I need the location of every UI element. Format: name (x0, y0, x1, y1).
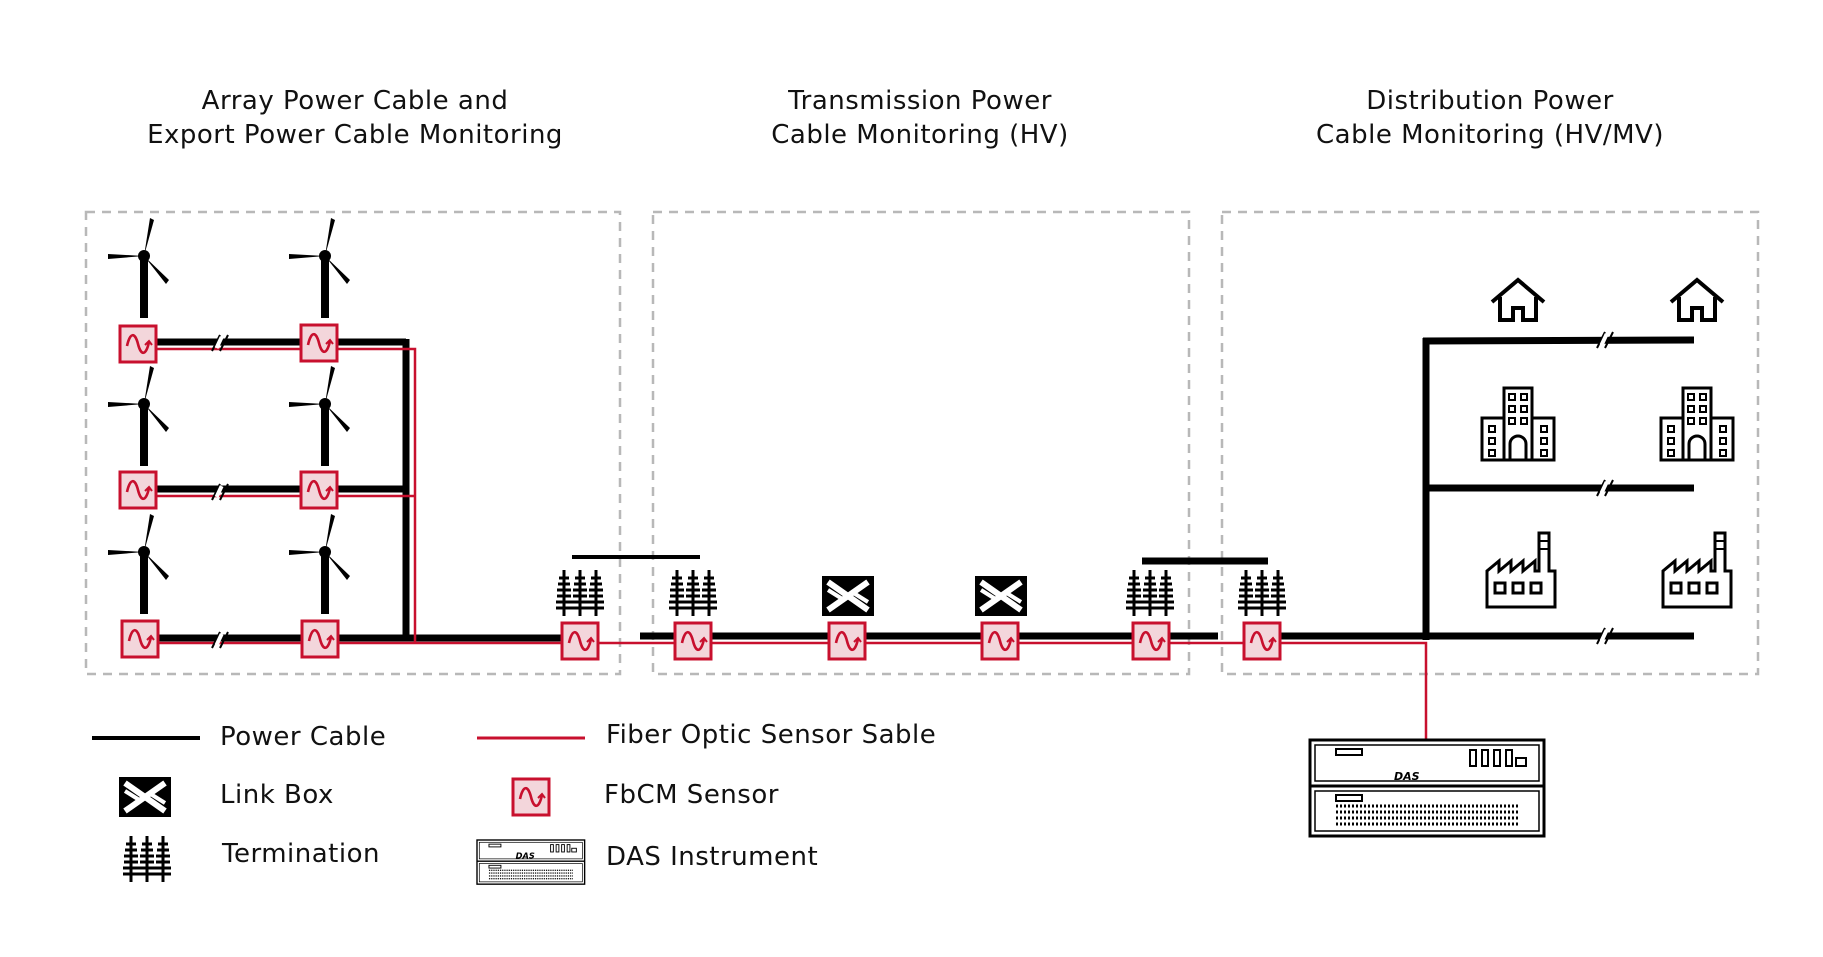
section-title-transmission: Transmission Power Cable Monitoring (HV) (640, 84, 1200, 152)
fbcm-sensor-icon (980, 621, 1020, 661)
legend-das-instrument-icon: DAS (476, 839, 586, 885)
legend-termination-icon (123, 836, 171, 882)
section-title-array-line2: Export Power Cable Monitoring (147, 120, 563, 150)
array-fiber-cables (156, 347, 580, 645)
fbcm-sensor-icon (560, 621, 600, 661)
section-title-distribution: Distribution Power Cable Monitoring (HV/… (1210, 84, 1770, 152)
link-box-icon (822, 576, 874, 616)
wind-turbine-icon (289, 218, 350, 318)
das-fiber-cable (1260, 641, 1428, 740)
legend-link-box-label: Link Box (220, 780, 334, 810)
fbcm-sensor-icon (827, 621, 867, 661)
fbcm-sensor-icon (300, 619, 340, 659)
wind-turbine-icon (108, 218, 169, 318)
section-title-transmission-line1: Transmission Power (788, 86, 1052, 116)
house-icon (1490, 278, 1546, 322)
wind-turbine-icon (108, 366, 169, 466)
wind-turbine-icon (108, 514, 169, 614)
wind-turbine-icons (108, 218, 350, 614)
section-title-distribution-line1: Distribution Power (1366, 86, 1614, 116)
legend-fbcm-sensor-label: FbCM Sensor (604, 780, 779, 810)
section-title-array: Array Power Cable and Export Power Cable… (75, 84, 635, 152)
legend-fiber-cable-label: Fiber Optic Sensor Sable (606, 720, 937, 750)
fbcm-sensor-icon (120, 619, 160, 659)
termination-icon (556, 570, 604, 616)
fbcm-sensor-icon (299, 323, 339, 363)
section-title-distribution-line2: Cable Monitoring (HV/MV) (1316, 120, 1664, 150)
link-box-icon (975, 576, 1027, 616)
legend-fbcm-sensor-icon (511, 777, 551, 817)
fbcm-sensor-icon (118, 324, 158, 364)
fbcm-sensor-icon (1131, 621, 1171, 661)
wind-turbine-icon (289, 366, 350, 466)
fbcm-sensor-icon (673, 621, 713, 661)
section-box-array (84, 210, 622, 676)
termination-icon (1126, 570, 1174, 616)
section-title-transmission-line2: Cable Monitoring (HV) (771, 120, 1069, 150)
distribution-power-cables (1260, 336, 1695, 640)
termination-icon (669, 570, 717, 616)
legend-das-label: DAS (516, 850, 535, 860)
building-icons (1480, 278, 1735, 609)
fbcm-sensor-icon (1242, 621, 1282, 661)
factory-icon (1661, 531, 1733, 609)
office-building-icon (1659, 386, 1735, 462)
legend-link-box-icon (119, 777, 171, 817)
legend-das-instrument-label: DAS Instrument (606, 842, 819, 872)
fbcm-sensor-icon (299, 470, 339, 510)
das-instrument-icon: DAS (1308, 738, 1546, 838)
house-icon (1669, 278, 1725, 322)
section-box-distribution (1220, 210, 1760, 676)
legend-power-cable-label: Power Cable (220, 722, 387, 752)
legend-termination-label: Termination (222, 839, 380, 869)
das-label: DAS (1394, 770, 1420, 783)
section-title-array-line1: Array Power Cable and (201, 86, 509, 116)
section-box-transmission (651, 210, 1191, 676)
termination-icons (556, 570, 1286, 616)
office-building-icon (1480, 386, 1556, 462)
factory-icon (1485, 531, 1557, 609)
link-box-icons (822, 576, 1027, 616)
wind-turbine-icon (289, 514, 350, 614)
termination-icon (1238, 570, 1286, 616)
fbcm-sensor-icon (118, 470, 158, 510)
